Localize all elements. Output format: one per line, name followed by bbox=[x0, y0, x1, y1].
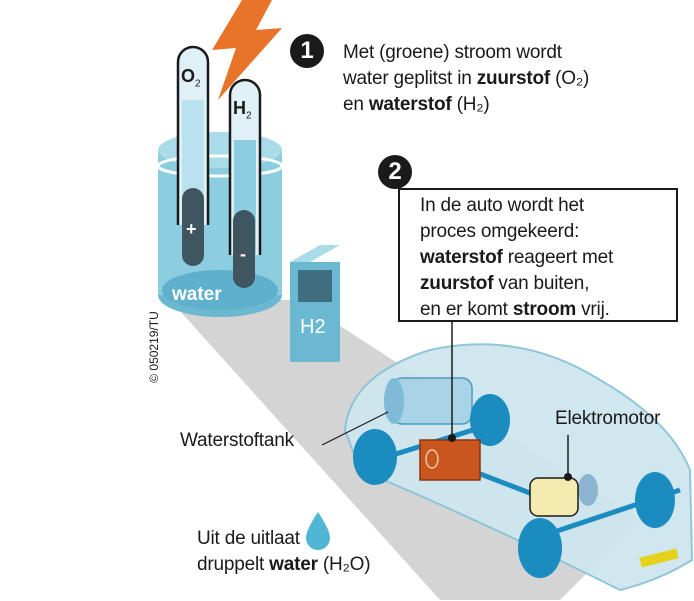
water-drop-icon bbox=[306, 512, 330, 550]
pump-label: H2 bbox=[300, 316, 326, 338]
anode bbox=[182, 188, 204, 266]
waterstoftank-label: Waterstoftank bbox=[180, 430, 294, 451]
step-1-badge: 1 bbox=[290, 34, 324, 68]
water-label: water bbox=[172, 284, 222, 305]
text-segment: (H₂O) bbox=[317, 554, 371, 575]
text-line: proces omgekeerd: bbox=[420, 219, 613, 245]
bold-term: water bbox=[269, 554, 318, 575]
bold-term: waterstof bbox=[368, 94, 452, 115]
text-segment: water geplitst in bbox=[343, 68, 477, 89]
text-segment: reageert met bbox=[502, 247, 614, 268]
text-line: Uit de uitlaat bbox=[197, 526, 370, 552]
text-segment: proces omgekeerd: bbox=[420, 221, 580, 242]
wheels bbox=[353, 394, 675, 578]
electric-motor bbox=[529, 477, 579, 517]
text-line: waterstof reageert met bbox=[420, 245, 613, 271]
text-segment: Met (groene) stroom wordt bbox=[343, 42, 562, 63]
text-segment: (H₂) bbox=[451, 94, 490, 115]
text-line: zuurstof van buiten, bbox=[420, 271, 613, 297]
step-2-box: In de auto wordt het proces omgekeerd: wat… bbox=[398, 188, 678, 322]
text-segment: en er komt bbox=[420, 299, 513, 320]
text-line: druppelt water (H₂O) bbox=[197, 552, 371, 578]
text-line: In de auto wordt het bbox=[420, 193, 613, 219]
elektromotor-label: Elektromotor bbox=[555, 408, 661, 429]
o2-label: O2 bbox=[181, 66, 201, 90]
cathode bbox=[233, 210, 255, 288]
step-2-badge: 2 bbox=[378, 155, 412, 189]
text-segment: druppelt bbox=[197, 554, 270, 575]
text-segment: Uit de uitlaat bbox=[197, 528, 300, 549]
exhaust-text: Uit de uitlaat druppelt water (H₂O) bbox=[197, 526, 371, 578]
fuel-cell bbox=[419, 439, 481, 481]
text-line: en waterstof (H₂) bbox=[343, 92, 589, 118]
step-2-text: In de auto wordt het proces omgekeerd: wat… bbox=[420, 193, 613, 323]
copyright-credit: © 050219/TU bbox=[146, 311, 161, 383]
lightning-bolt-icon bbox=[212, 0, 282, 100]
bold-term: stroom bbox=[512, 299, 577, 320]
plus-sign: + bbox=[186, 219, 197, 239]
text-line: Met (groene) stroom wordt bbox=[343, 40, 589, 66]
bold-term: waterstof bbox=[420, 247, 503, 268]
text-segment: vrij. bbox=[576, 299, 610, 320]
text-line: en er komt stroom vrij. bbox=[420, 297, 613, 323]
text-segment: In de auto wordt het bbox=[420, 195, 584, 216]
bold-term: zuurstof bbox=[420, 273, 494, 294]
bold-term: zuurstof bbox=[476, 68, 551, 89]
minus-sign: - bbox=[240, 244, 246, 264]
h2-label: H2 bbox=[233, 98, 252, 122]
text-segment: (O₂) bbox=[550, 68, 590, 89]
step-1-text: Met (groene) stroom wordt water geplitst … bbox=[343, 40, 589, 118]
text-line: water geplitst in zuurstof (O₂) bbox=[343, 66, 589, 92]
text-segment: en bbox=[343, 94, 369, 115]
text-segment: van buiten, bbox=[493, 273, 590, 294]
